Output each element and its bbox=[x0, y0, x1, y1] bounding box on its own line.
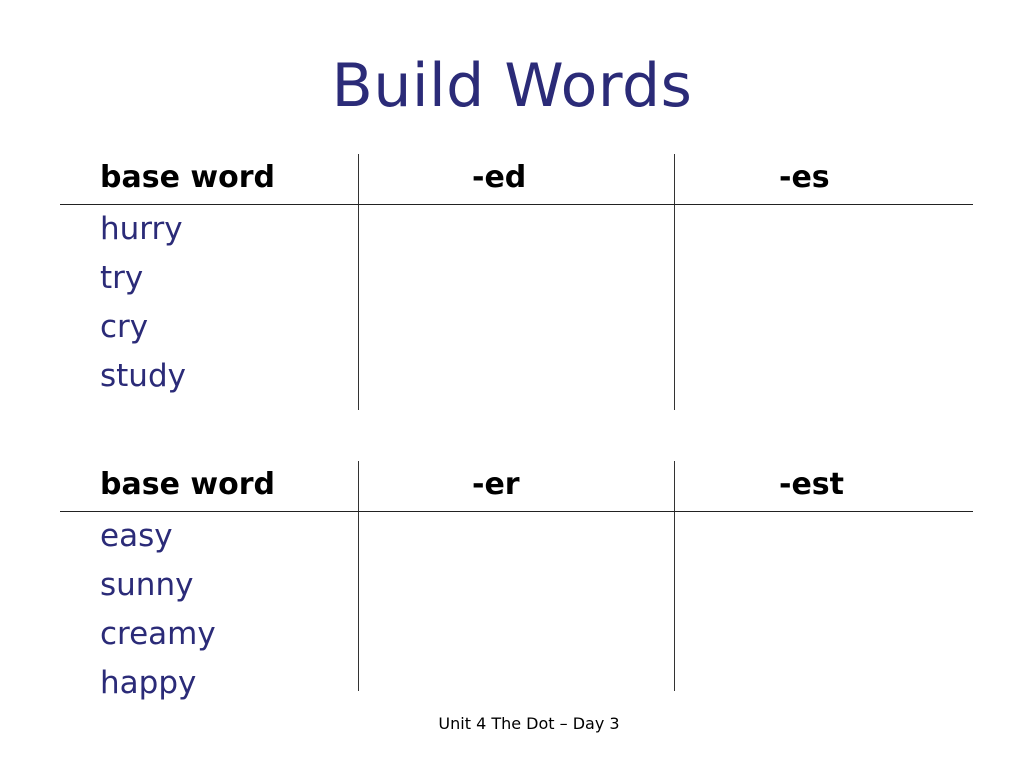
base-word: happy bbox=[100, 665, 197, 701]
header-base-word: base word bbox=[100, 467, 275, 502]
header-suffix-est: -est bbox=[779, 467, 844, 502]
base-word: hurry bbox=[100, 211, 183, 247]
table-header-row: base word -ed -es bbox=[60, 154, 973, 205]
base-word: easy bbox=[100, 518, 173, 554]
column-divider bbox=[358, 154, 359, 410]
column-divider bbox=[674, 154, 675, 410]
base-word: sunny bbox=[100, 567, 194, 603]
table-row: creamy bbox=[60, 610, 973, 659]
table-row: cry bbox=[60, 303, 973, 352]
slide-footer: Unit 4 The Dot – Day 3 bbox=[438, 714, 620, 733]
base-word: try bbox=[100, 260, 144, 296]
table-row: sunny bbox=[60, 561, 973, 610]
table-row: study bbox=[60, 352, 973, 401]
page-title: Build Words bbox=[331, 51, 693, 121]
header-base-word: base word bbox=[100, 160, 275, 195]
base-word: study bbox=[100, 358, 186, 394]
table-row: easy bbox=[60, 512, 973, 561]
base-word: creamy bbox=[100, 616, 216, 652]
header-suffix-er: -er bbox=[472, 467, 520, 502]
header-suffix-ed: -ed bbox=[472, 160, 527, 195]
column-divider bbox=[674, 461, 675, 691]
column-divider bbox=[358, 461, 359, 691]
table-row: happy bbox=[60, 659, 973, 708]
table-row: hurry bbox=[60, 205, 973, 254]
base-word: cry bbox=[100, 309, 149, 345]
table-header-row: base word -er -est bbox=[60, 461, 973, 512]
header-suffix-es: -es bbox=[779, 160, 830, 195]
table-row: try bbox=[60, 254, 973, 303]
word-table-ed-es: base word -ed -es hurry try cry study bbox=[60, 154, 973, 410]
word-table-er-est: base word -er -est easy sunny creamy hap… bbox=[60, 461, 973, 708]
